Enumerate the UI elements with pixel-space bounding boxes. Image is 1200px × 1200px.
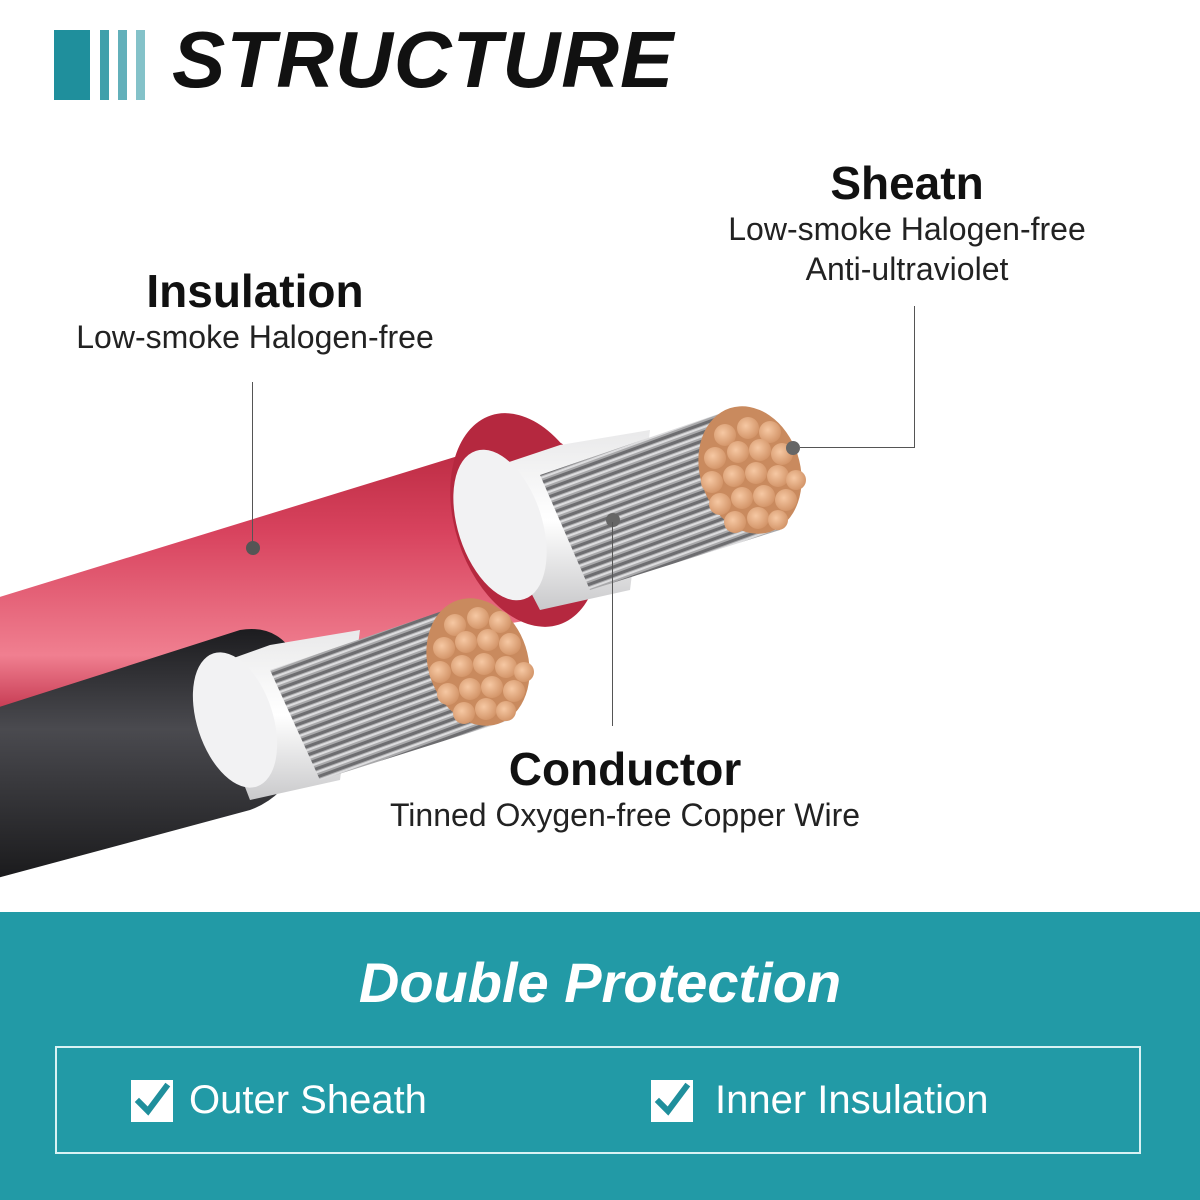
sheath-heading: Sheatn bbox=[830, 157, 984, 209]
red-cable bbox=[0, 406, 806, 709]
feature-label: Inner Insulation bbox=[715, 1078, 989, 1122]
conductor-description: Tinned Oxygen-free Copper Wire bbox=[389, 796, 861, 833]
features-box: Outer Sheath Inner Insulation bbox=[55, 1046, 1141, 1154]
sheath-marker-dot bbox=[786, 441, 800, 455]
conductor-marker-dot bbox=[606, 513, 620, 527]
black-cable bbox=[0, 598, 534, 878]
checkbox-checked-icon bbox=[131, 1079, 173, 1122]
red-copper-strands bbox=[701, 417, 806, 533]
insulation-marker-dot bbox=[246, 541, 260, 555]
feature-inner-insulation: Inner Insulation bbox=[651, 1078, 989, 1123]
sheath-leader-line-vertical bbox=[914, 306, 915, 448]
conductor-callout: Conductor Tinned Oxygen-free Copper Wire bbox=[340, 744, 910, 835]
insulation-leader-line bbox=[252, 382, 253, 548]
feature-outer-sheath: Outer Sheath bbox=[131, 1078, 427, 1123]
conductor-heading: Conductor bbox=[508, 743, 742, 795]
sheath-callout: Sheatn Low-smoke Halogen-free Anti-ultra… bbox=[700, 158, 1114, 289]
feature-label: Outer Sheath bbox=[189, 1078, 427, 1122]
header-stripes-icon bbox=[54, 30, 150, 100]
sheath-description-line-2: Anti-ultraviolet bbox=[805, 250, 1009, 287]
footer-title: Double Protection bbox=[358, 951, 842, 1014]
insulation-description: Low-smoke Halogen-free bbox=[76, 318, 434, 355]
checkbox-checked-icon bbox=[651, 1079, 693, 1122]
sheath-leader-line-horizontal bbox=[800, 447, 915, 448]
conductor-leader-line bbox=[612, 522, 613, 726]
sheath-description-line-1: Low-smoke Halogen-free bbox=[728, 210, 1086, 247]
footer-banner: Double Protection Outer Sheath Inner Ins… bbox=[0, 912, 1200, 1200]
insulation-callout: Insulation Low-smoke Halogen-free bbox=[40, 266, 470, 357]
cable-illustration bbox=[0, 406, 806, 878]
insulation-heading: Insulation bbox=[146, 265, 364, 317]
page-title: STRUCTURE bbox=[172, 15, 675, 104]
black-copper-strands bbox=[429, 607, 534, 724]
